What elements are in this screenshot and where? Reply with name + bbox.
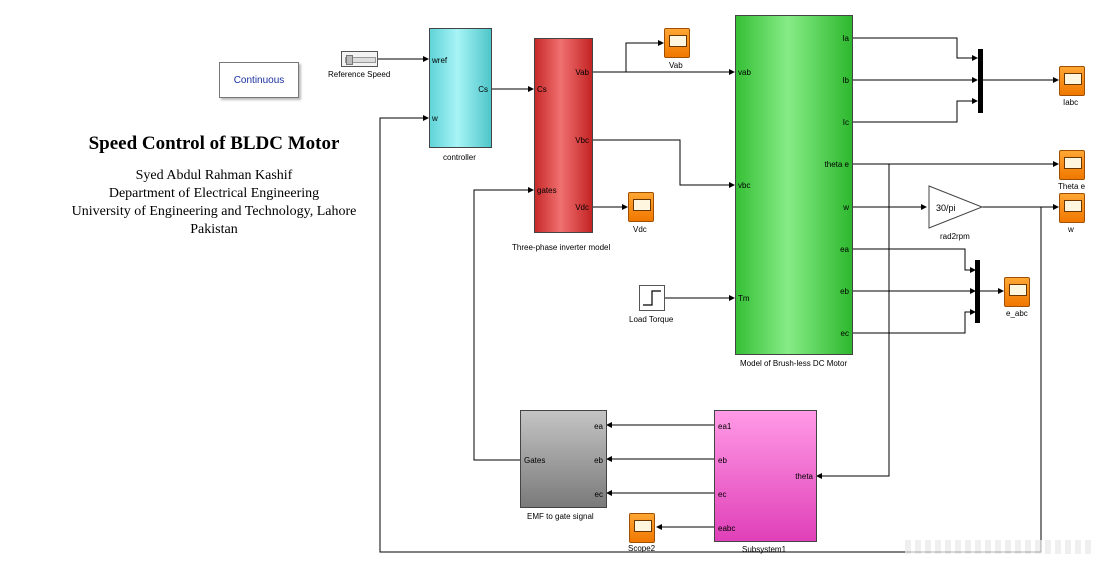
inverter-port-vbc: Vbc bbox=[575, 136, 589, 145]
inverter-port-gates: gates bbox=[537, 186, 557, 195]
subsystem1-label: Subsystem1 bbox=[742, 545, 787, 554]
subsystem-port-ec: ec bbox=[718, 490, 727, 499]
emf-port-ec: ec bbox=[594, 490, 603, 499]
gain-label: rad2rpm bbox=[940, 232, 970, 241]
department-name: Department of Electrical Engineering bbox=[108, 186, 320, 201]
scope-vab-label: Vab bbox=[669, 61, 683, 70]
scope-w[interactable] bbox=[1059, 193, 1085, 223]
rad2rpm-gain-block[interactable]: 30/pi bbox=[928, 185, 984, 229]
country-name: Pakistan bbox=[190, 222, 238, 237]
current-mux[interactable] bbox=[978, 49, 983, 113]
scope-w-label: w bbox=[1068, 225, 1074, 234]
reference-speed-label: Reference Speed bbox=[328, 70, 391, 79]
load-torque-label: Load Torque bbox=[629, 315, 674, 324]
scope-2-label: Scope2 bbox=[628, 544, 656, 553]
emf-to-gate-label: EMF to gate signal bbox=[527, 512, 594, 521]
motor-label: Model of Brush-less DC Motor bbox=[740, 359, 848, 368]
watermark bbox=[905, 540, 1095, 554]
reference-speed-block[interactable] bbox=[341, 51, 378, 67]
controller-block[interactable]: wref w Cs bbox=[429, 28, 492, 148]
gain-value: 30/pi bbox=[936, 203, 956, 213]
subsystem-port-eb: eb bbox=[718, 456, 727, 465]
motor-port-w: w bbox=[843, 203, 849, 212]
subsystem-port-eabc: eabc bbox=[718, 524, 736, 533]
author-name: Syed Abdul Rahman Kashif bbox=[135, 168, 293, 183]
controller-port-w: w bbox=[432, 114, 438, 123]
scope-vab[interactable] bbox=[664, 28, 690, 58]
model-annotation: Speed Control of BLDC Motor Syed Abdul R… bbox=[55, 133, 373, 239]
emf-port-eb: eb bbox=[594, 456, 603, 465]
emf-mux[interactable] bbox=[975, 260, 980, 323]
inverter-port-vdc: Vdc bbox=[575, 203, 589, 212]
model-title: Speed Control of BLDC Motor bbox=[88, 133, 340, 154]
emf-to-gate-block[interactable]: Gates ea eb ec bbox=[520, 410, 607, 508]
scope-e-abc-label: e_abc bbox=[1006, 309, 1028, 318]
slider-thumb-icon bbox=[346, 55, 353, 65]
university-name: University of Engineering and Technology… bbox=[71, 204, 357, 219]
motor-port-ib: Ib bbox=[842, 76, 849, 85]
subsystem1-block[interactable]: ea1 eb ec eabc theta bbox=[714, 410, 817, 542]
slider-track-icon bbox=[345, 57, 376, 63]
scope-vdc-label: Vdc bbox=[633, 225, 647, 234]
load-torque-block[interactable] bbox=[639, 285, 665, 311]
inverter-block[interactable]: Cs gates Vab Vbc Vdc bbox=[534, 38, 593, 233]
motor-port-ic: Ic bbox=[842, 118, 849, 127]
scope-iabc-label: Iabc bbox=[1063, 98, 1079, 107]
inverter-port-cs: Cs bbox=[537, 85, 547, 94]
controller-port-wref: wref bbox=[432, 56, 448, 65]
solver-label: Continuous bbox=[233, 74, 285, 86]
motor-port-tm: Tm bbox=[738, 294, 750, 303]
scope-iabc[interactable] bbox=[1059, 66, 1085, 96]
emf-port-gates: Gates bbox=[524, 456, 546, 465]
inverter-port-vab: Vab bbox=[575, 68, 589, 77]
motor-port-ia: Ia bbox=[842, 34, 849, 43]
motor-port-eb: eb bbox=[840, 287, 849, 296]
motor-port-theta-e: theta e bbox=[824, 160, 849, 169]
solver-block[interactable]: Continuous bbox=[219, 62, 299, 98]
scope-2[interactable] bbox=[629, 513, 655, 543]
step-icon bbox=[643, 290, 661, 306]
emf-port-ea: ea bbox=[594, 422, 603, 431]
scope-theta-e[interactable] bbox=[1059, 150, 1085, 180]
motor-port-vbc: vbc bbox=[738, 181, 751, 190]
inverter-label: Three-phase inverter model bbox=[512, 243, 611, 252]
subsystem-port-ea1: ea1 bbox=[718, 422, 732, 431]
motor-port-vab: vab bbox=[738, 68, 751, 77]
controller-label: controller bbox=[443, 153, 476, 162]
scope-e-abc[interactable] bbox=[1004, 277, 1030, 307]
subsystem-port-theta: theta bbox=[795, 472, 813, 481]
scope-vdc[interactable] bbox=[628, 192, 654, 222]
scope-theta-e-label: Theta e bbox=[1058, 182, 1086, 191]
controller-port-cs: Cs bbox=[478, 85, 488, 94]
motor-block[interactable]: vab vbc Tm Ia Ib Ic theta e w ea eb ec bbox=[735, 15, 853, 355]
motor-port-ea: ea bbox=[840, 245, 849, 254]
motor-port-ec: ec bbox=[840, 329, 849, 338]
